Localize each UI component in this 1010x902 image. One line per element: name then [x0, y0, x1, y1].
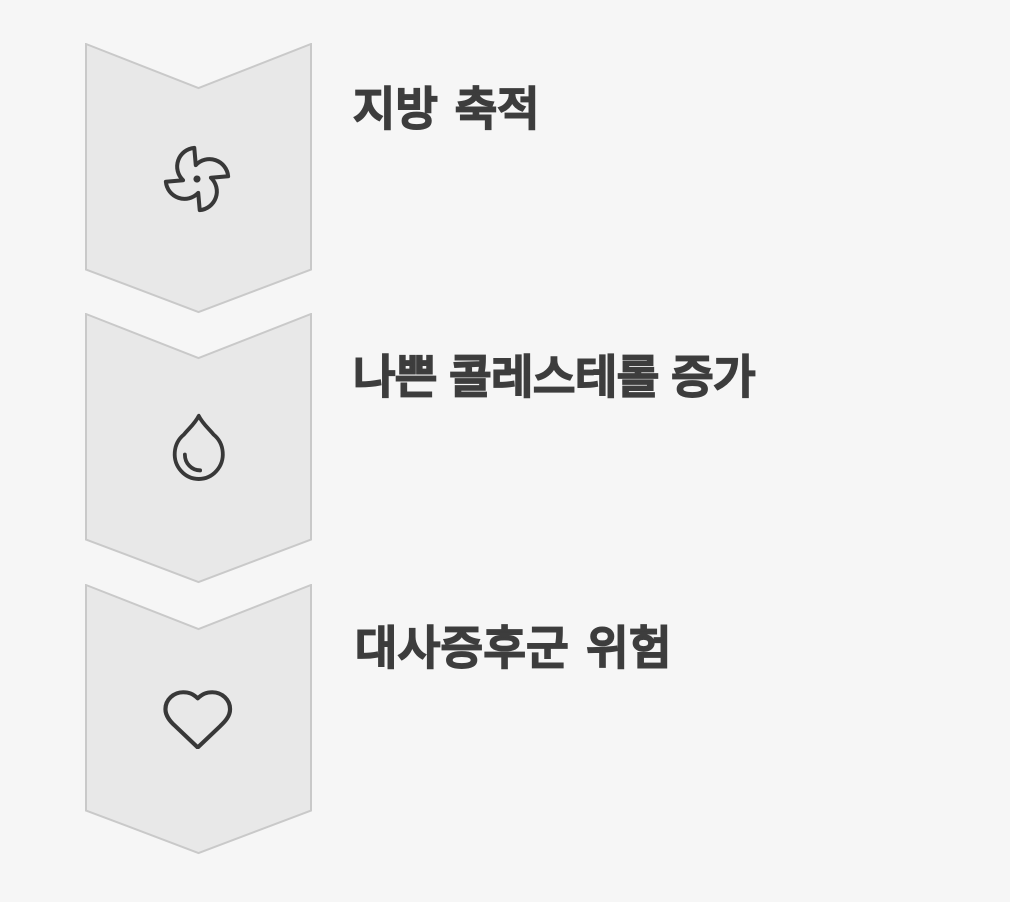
chevron-shape: [85, 313, 312, 584]
step-row-3: 대사증후군 위험: [0, 584, 1010, 855]
heart-icon: [86, 584, 311, 854]
droplet-icon-graphic: [172, 413, 225, 482]
chevron-banner-3: [85, 584, 312, 855]
chevron-shape: [85, 584, 312, 855]
chevron-banner-2: [85, 313, 312, 584]
droplet-icon: [86, 313, 311, 583]
fan-icon: [86, 43, 311, 313]
step-label-2: 나쁜 콜레스테롤 증가: [352, 350, 756, 403]
heart-icon-graphic: [163, 689, 232, 749]
step-row-1: 지방 축적: [0, 43, 1010, 314]
step-row-2: 나쁜 콜레스테롤 증가: [0, 313, 1010, 584]
fan-icon-graphic: [163, 145, 231, 213]
step-label-1: 지방 축적: [352, 82, 540, 135]
step-label-3: 대사증후군 위험: [354, 621, 673, 674]
